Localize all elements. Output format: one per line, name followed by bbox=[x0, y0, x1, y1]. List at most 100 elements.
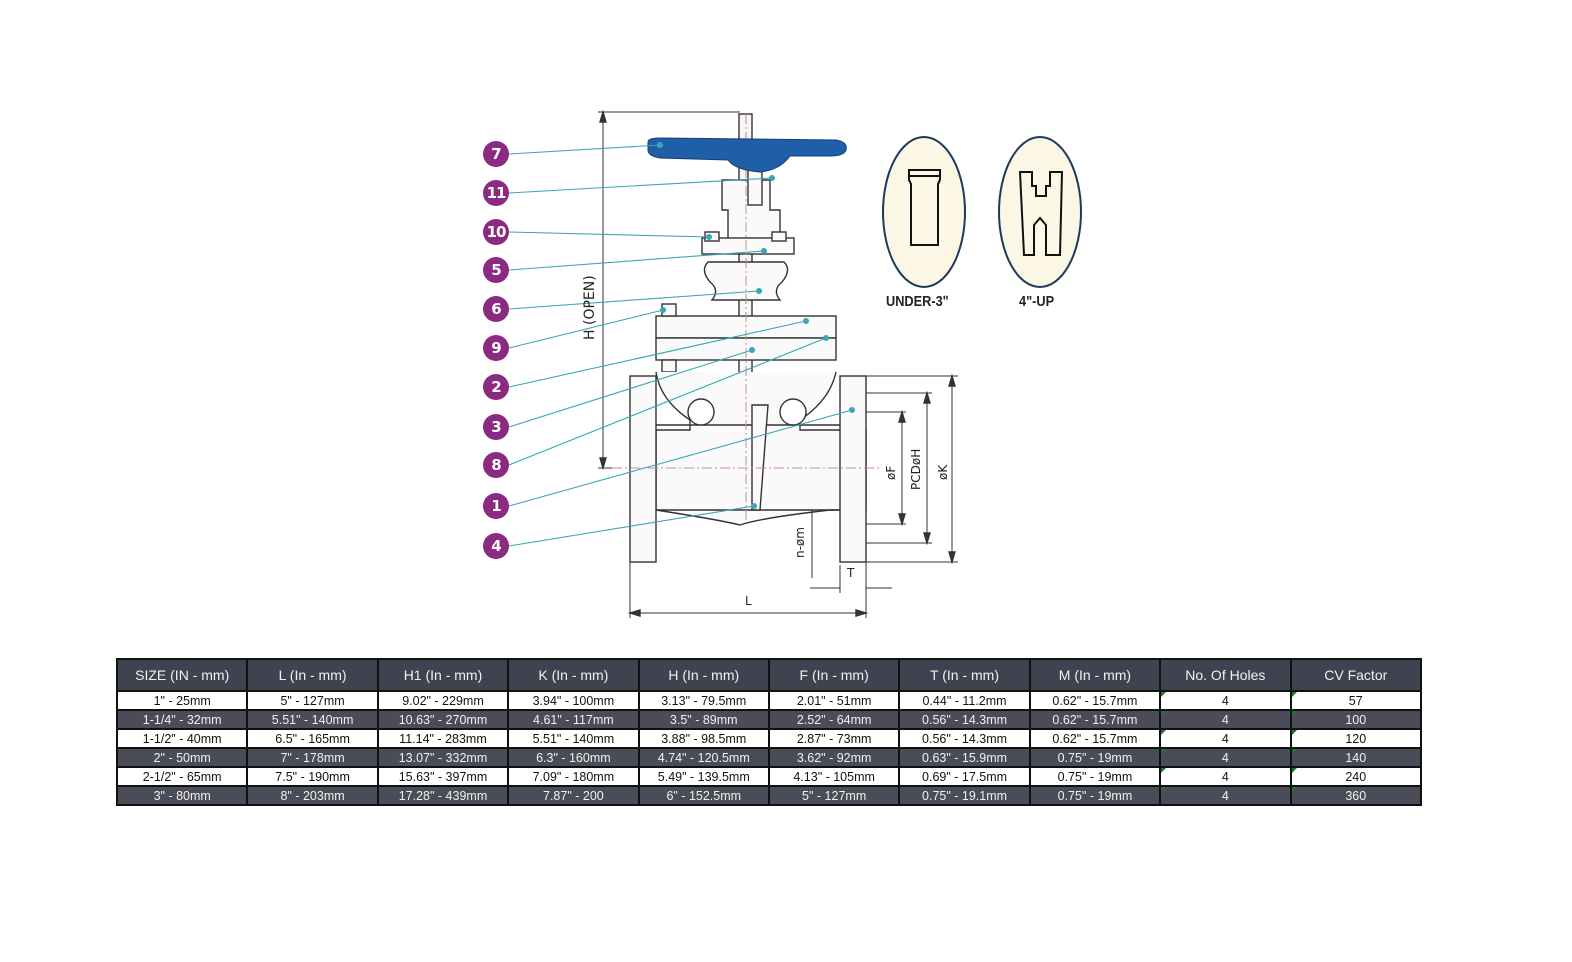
cell-f: 2.52" - 64mm bbox=[767, 709, 901, 730]
cell-f: 3.62" - 92mm bbox=[767, 747, 901, 768]
cell-m: 0.62" - 15.7mm bbox=[1028, 709, 1162, 730]
dim-label-k: øK bbox=[936, 464, 950, 480]
col-header-holes: No. Of Holes bbox=[1159, 658, 1292, 692]
cell-k: 6.3" - 160mm bbox=[507, 747, 640, 768]
col-header-h1: H1 (In - mm) bbox=[376, 658, 510, 692]
col-header-h: H (In - mm) bbox=[637, 658, 770, 692]
callout-badge: 6 bbox=[483, 296, 509, 322]
cell-m: 0.75" - 19mm bbox=[1028, 785, 1162, 806]
dim-label-n-m: n-øm bbox=[793, 527, 807, 558]
dim-label-f: øF bbox=[884, 465, 898, 480]
cell-holes: 4 bbox=[1159, 785, 1292, 806]
comment-marker-icon bbox=[1161, 768, 1167, 773]
cell-l: 5.51" - 140mm bbox=[246, 709, 379, 730]
callout-badge: 3 bbox=[483, 414, 509, 440]
cell-holes: 4 bbox=[1159, 690, 1292, 711]
comment-marker-icon bbox=[1291, 749, 1297, 754]
callout-badge: 7 bbox=[483, 141, 509, 167]
table-row: 2" - 50mm 7" - 178mm 13.07" - 332mm 6.3"… bbox=[115, 747, 1423, 768]
cell-h1: 17.28" - 439mm bbox=[376, 785, 510, 806]
col-header-t: T (In - mm) bbox=[898, 658, 1031, 692]
cell-h1: 9.02" - 229mm bbox=[376, 690, 510, 711]
cell-l: 7" - 178mm bbox=[246, 747, 379, 768]
table-row: 3" - 80mm 8" - 203mm 17.28" - 439mm 7.87… bbox=[115, 785, 1423, 806]
dim-label-l: L bbox=[745, 594, 752, 608]
col-header-cv: CV Factor bbox=[1289, 658, 1423, 692]
cell-cv: 57 bbox=[1289, 690, 1423, 711]
col-header-size: SIZE (IN - mm) bbox=[115, 658, 249, 692]
dim-label-h-open: H (OPEN) bbox=[582, 275, 598, 340]
valve-drawing bbox=[508, 109, 1082, 618]
comment-marker-icon bbox=[1291, 711, 1297, 716]
callout-badge: 9 bbox=[483, 335, 509, 361]
cell-t: 0.75" - 19.1mm bbox=[898, 785, 1031, 806]
cell-cv: 240 bbox=[1289, 766, 1423, 787]
cell-h1: 11.14" - 283mm bbox=[376, 728, 510, 749]
comment-marker-icon bbox=[1291, 787, 1297, 792]
cell-m: 0.75" - 19mm bbox=[1028, 747, 1162, 768]
comment-marker-icon bbox=[1161, 692, 1167, 697]
comment-marker-icon bbox=[1291, 730, 1297, 735]
cell-t: 0.56" - 14.3mm bbox=[898, 709, 1031, 730]
callout-badge: 4 bbox=[483, 533, 509, 559]
cell-h: 3.13" - 79.5mm bbox=[637, 690, 770, 711]
valve-spec-table: SIZE (IN - mm) L (In - mm) H1 (In - mm) … bbox=[115, 658, 1423, 806]
callout-badge: 2 bbox=[483, 374, 509, 400]
cell-size: 3" - 80mm bbox=[115, 785, 249, 806]
cell-cv: 100 bbox=[1289, 709, 1423, 730]
cell-t: 0.63" - 15.9mm bbox=[898, 747, 1031, 768]
table-header-row: SIZE (IN - mm) L (In - mm) H1 (In - mm) … bbox=[115, 658, 1423, 692]
cell-f: 4.13" - 105mm bbox=[767, 766, 901, 787]
callout-badge: 8 bbox=[483, 452, 509, 478]
disc-label-under-3: UNDER-3ʺ bbox=[886, 293, 949, 310]
cell-k: 4.61" - 117mm bbox=[507, 709, 640, 730]
flexible-wedge-disc-icon bbox=[998, 136, 1082, 288]
dim-label-t: T bbox=[847, 566, 855, 580]
col-header-m: M (In - mm) bbox=[1028, 658, 1162, 692]
cell-cv: 120 bbox=[1289, 728, 1423, 749]
cell-k: 5.51" - 140mm bbox=[507, 728, 640, 749]
cell-f: 2.01" - 51mm bbox=[767, 690, 901, 711]
table-row: 1" - 25mm 5" - 127mm 9.02" - 229mm 3.94"… bbox=[115, 690, 1423, 711]
cell-h: 3.88" - 98.5mm bbox=[637, 728, 770, 749]
callout-badge: 11 bbox=[483, 180, 509, 206]
cell-cv: 140 bbox=[1289, 747, 1423, 768]
cell-size: 2" - 50mm bbox=[115, 747, 249, 768]
cell-m: 0.62" - 15.7mm bbox=[1028, 728, 1162, 749]
cell-l: 5" - 127mm bbox=[246, 690, 379, 711]
cell-t: 0.56" - 14.3mm bbox=[898, 728, 1031, 749]
cell-l: 8" - 203mm bbox=[246, 785, 379, 806]
cell-holes: 4 bbox=[1159, 747, 1292, 768]
cell-m: 0.62" - 15.7mm bbox=[1028, 690, 1162, 711]
cell-k: 7.87" - 200 bbox=[507, 785, 640, 806]
cell-k: 3.94" - 100mm bbox=[507, 690, 640, 711]
cell-m: 0.75" - 19mm bbox=[1028, 766, 1162, 787]
cell-h: 4.74" - 120.5mm bbox=[637, 747, 770, 768]
callout-badge: 1 bbox=[483, 493, 509, 519]
comment-marker-icon bbox=[1161, 787, 1167, 792]
cell-size: 1-1/4" - 32mm bbox=[115, 709, 249, 730]
table-row: 1-1/4" - 32mm 5.51" - 140mm 10.63" - 270… bbox=[115, 709, 1423, 730]
cell-holes: 4 bbox=[1159, 766, 1292, 787]
cell-cv: 360 bbox=[1289, 785, 1423, 806]
dim-label-pcd: PCDøH bbox=[909, 448, 923, 490]
cell-t: 0.44" - 11.2mm bbox=[898, 690, 1031, 711]
cell-size: 1" - 25mm bbox=[115, 690, 249, 711]
cell-f: 2.87" - 73mm bbox=[767, 728, 901, 749]
cell-h: 5.49" - 139.5mm bbox=[637, 766, 770, 787]
cell-holes: 4 bbox=[1159, 709, 1292, 730]
disc-label-4-up: 4"-UP bbox=[1019, 293, 1055, 310]
comment-marker-icon bbox=[1291, 692, 1297, 697]
col-header-l: L (In - mm) bbox=[246, 658, 379, 692]
cell-holes: 4 bbox=[1159, 728, 1292, 749]
cell-l: 6.5" - 165mm bbox=[246, 728, 379, 749]
cell-f: 5" - 127mm bbox=[767, 785, 901, 806]
cell-h1: 13.07" - 332mm bbox=[376, 747, 510, 768]
cell-h1: 15.63" - 397mm bbox=[376, 766, 510, 787]
cell-size: 1-1/2" - 40mm bbox=[115, 728, 249, 749]
solid-wedge-disc-icon bbox=[882, 136, 966, 288]
comment-marker-icon bbox=[1161, 730, 1167, 735]
cell-t: 0.69" - 17.5mm bbox=[898, 766, 1031, 787]
cell-h: 3.5" - 89mm bbox=[637, 709, 770, 730]
callout-badge: 10 bbox=[483, 219, 509, 245]
